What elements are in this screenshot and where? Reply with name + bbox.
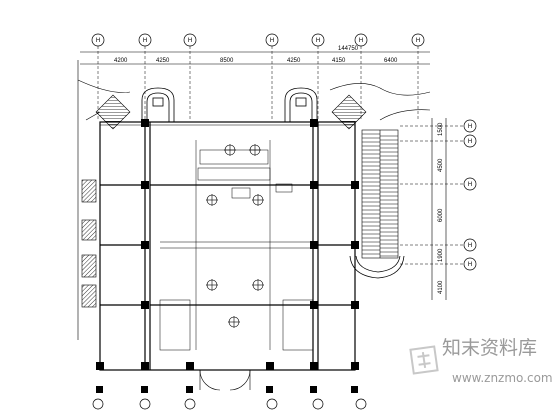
planter-diamond-left: [95, 94, 131, 130]
dim-right-5: 4100: [438, 280, 444, 294]
light-fixture-2: [249, 144, 261, 156]
watermark-title: 知末资料库: [442, 337, 537, 359]
svg-text:H: H: [270, 38, 274, 44]
grid-bubble-bottom-6: [355, 398, 367, 410]
arch-pavilion-right: [284, 87, 318, 122]
dim-right-2: 4500: [438, 158, 444, 172]
dim-right-1: 1500: [438, 122, 444, 136]
left-service-rooms: [81, 179, 97, 308]
grid-bubble-right-3: H: [463, 177, 477, 191]
svg-text:H: H: [188, 38, 192, 44]
grid-bubble-bottom-4: [266, 398, 278, 410]
svg-text:H: H: [96, 38, 100, 44]
stair-treads: [362, 133, 398, 257]
grid-bubble-top-1: H: [91, 33, 105, 47]
grid-bubble-right-2: H: [463, 134, 477, 148]
light-fixture-4: [252, 194, 264, 206]
dim-top-6: 6400: [384, 58, 398, 64]
dim-top-1: 4200: [114, 58, 128, 64]
bottom-columns: [96, 386, 358, 393]
dim-top-3: 8500: [220, 58, 234, 64]
light-fixture-1: [224, 144, 236, 156]
grid-bubble-right-1: H: [463, 119, 477, 133]
svg-text:H: H: [316, 38, 320, 44]
vertical-grid-lines: [97, 46, 419, 120]
svg-text:H: H: [416, 38, 420, 44]
grid-bubble-top-5: H: [311, 33, 325, 47]
site-boundary-lines: [77, 60, 431, 340]
grid-bubble-top-2: H: [138, 33, 152, 47]
entrance-doors: [199, 369, 251, 391]
structural-columns: [96, 119, 359, 370]
light-fixture-6: [252, 279, 264, 291]
stair-landing-curved: [349, 255, 405, 279]
svg-text:H: H: [143, 38, 147, 44]
svg-text:H: H: [468, 139, 472, 145]
svg-text:H: H: [468, 262, 472, 268]
dim-top-4: 4250: [287, 58, 301, 64]
svg-text:H: H: [468, 182, 472, 188]
watermark-logo: [409, 345, 439, 375]
watermark-url: www.znzmo.com: [452, 371, 553, 385]
dim-top-2: 4250: [156, 58, 170, 64]
grid-bubble-top-3: H: [183, 33, 197, 47]
grid-bubble-right-5: H: [463, 257, 477, 271]
hall-detail-lines: [100, 124, 355, 351]
light-fixture-3: [206, 194, 218, 206]
planter-diamond-right: [331, 94, 367, 130]
horizontal-grid-lines: [400, 125, 464, 265]
dim-top-5: 4150: [332, 58, 346, 64]
grid-bubble-bottom-1: [92, 398, 104, 410]
arch-pavilion-left: [141, 87, 175, 122]
top-dimension-line: [80, 51, 430, 65]
right-dimension-line: [431, 118, 447, 300]
dim-right-4: 1900: [438, 248, 444, 262]
svg-text:H: H: [468, 243, 472, 249]
dim-right-3: 6000: [438, 208, 444, 222]
grid-bubble-right-4: H: [463, 238, 477, 252]
svg-text:H: H: [359, 38, 363, 44]
total-dimension-label: 144750: [338, 46, 359, 52]
light-fixture-7: [228, 316, 240, 328]
grid-bubble-top-7: H: [411, 33, 425, 47]
grid-bubble-bottom-5: [312, 398, 324, 410]
grid-bubble-top-4: H: [265, 33, 279, 47]
grid-bubble-top-6: H: [354, 33, 368, 47]
grid-bubble-bottom-2: [139, 398, 151, 410]
svg-text:H: H: [468, 124, 472, 130]
light-fixture-5: [206, 279, 218, 291]
grid-bubble-bottom-3: [184, 398, 196, 410]
